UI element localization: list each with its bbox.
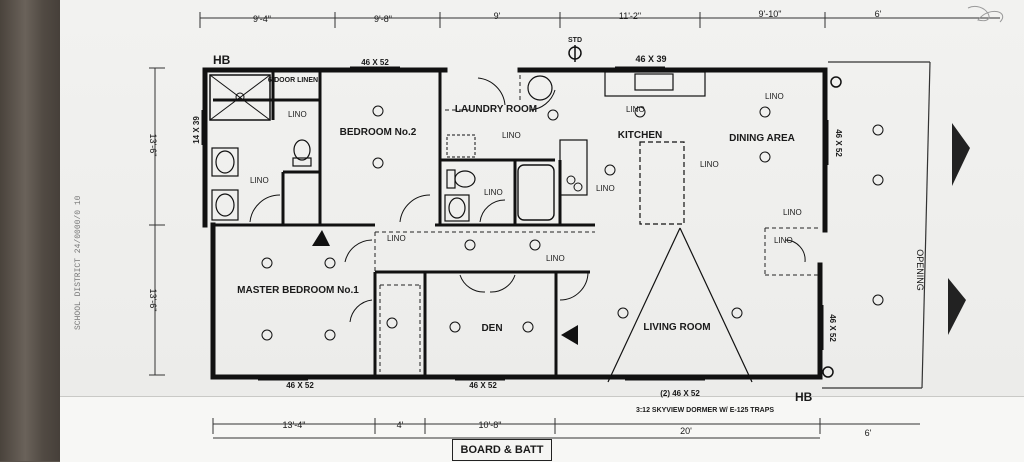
room-master: MASTER BEDROOM No.1 xyxy=(237,285,359,296)
lino-label: LINO xyxy=(626,105,645,114)
bottom-dimension-line xyxy=(212,418,920,439)
room-kitchen: KITCHEN xyxy=(618,130,662,141)
linen-label: 6-DOOR LINEN xyxy=(268,77,318,84)
window-right-lower: 46 X 52 xyxy=(828,314,837,342)
skyview-note: 3:12 SKYVIEW DORMER W/ E-125 TRAPS xyxy=(636,407,774,414)
toilet-icon xyxy=(292,139,312,167)
floor-finish-labels: LINO LINO LINO LINO LINO LINO LINO LINO … xyxy=(250,92,802,263)
washer-icon xyxy=(527,75,553,101)
porch-outline xyxy=(822,61,931,389)
paper-sheet xyxy=(60,0,1024,461)
dryer-icon xyxy=(446,134,476,158)
dim-top-5: 9'-10" xyxy=(759,9,782,19)
hb-bottom-label: HB xyxy=(795,390,813,404)
lino-label: LINO xyxy=(765,92,784,101)
lino-label: LINO xyxy=(502,131,521,140)
room-living: LIVING ROOM xyxy=(643,322,710,333)
kitchen-island xyxy=(639,141,685,225)
dim-bottom-3: 10'-8" xyxy=(479,420,502,430)
dim-top-2: 9'-8" xyxy=(374,14,392,24)
dim-top-6: 6' xyxy=(875,9,882,19)
exterior-walls xyxy=(202,67,828,380)
dim-top-4: 11'-2" xyxy=(619,11,641,21)
top-dimension-line xyxy=(199,12,1000,28)
shower-diag-2 xyxy=(209,74,271,121)
lino-label: LINO xyxy=(387,234,406,243)
shower-stall xyxy=(209,74,271,121)
kitchen-sink-icon xyxy=(634,73,674,91)
burner-icon xyxy=(573,182,583,192)
dashed-lines xyxy=(374,75,820,372)
dim-left-2: 13'-6" xyxy=(148,289,158,312)
sink-icon xyxy=(211,147,470,222)
lino-label: LINO xyxy=(250,176,269,185)
std-label: STD xyxy=(568,37,582,44)
lino-label: LINO xyxy=(288,110,307,119)
window-marks xyxy=(201,66,829,381)
dim-bottom-5: 6' xyxy=(865,428,872,438)
lino-label: LINO xyxy=(546,254,565,263)
marker-triangle xyxy=(312,230,330,246)
window-bottom-mid: 46 X 52 xyxy=(469,381,497,390)
stove-icon xyxy=(559,139,588,196)
window-bottom-left: 46 X 52 xyxy=(286,381,314,390)
dim-left-1: 13'-6" xyxy=(148,134,158,157)
kitchen-counter xyxy=(604,71,706,97)
entry-arrow-bottom xyxy=(948,278,966,335)
dim-top-1: 9'-4" xyxy=(253,14,271,24)
door-swings xyxy=(249,77,806,323)
dim-bottom-2: 4' xyxy=(397,420,404,430)
window-left: 14 X 39 xyxy=(192,116,201,144)
room-dining: DINING AREA xyxy=(729,133,795,144)
hb-top-label: HB xyxy=(213,53,231,67)
signature-mark xyxy=(967,5,1003,23)
dormer-lines xyxy=(607,227,753,383)
bathtub-icon xyxy=(517,164,555,221)
lino-label: LINO xyxy=(774,236,793,245)
toilet-icon xyxy=(446,169,476,189)
entry-arrow-top xyxy=(952,123,970,186)
lino-label: LINO xyxy=(783,208,802,217)
board-and-batt-label: BOARD & BATT xyxy=(452,439,552,461)
meter-icon xyxy=(568,45,842,378)
window-right: 46 X 52 xyxy=(834,129,843,157)
room-laundry: LAUNDRY ROOM xyxy=(455,104,537,115)
dim-bottom-4: 20' xyxy=(680,426,692,436)
dim-bottom-1: 13'-4" xyxy=(283,420,306,430)
lino-label: LINO xyxy=(700,160,719,169)
marker-triangle xyxy=(561,325,578,345)
dim-top-3: 9' xyxy=(494,11,501,21)
window-top-left: 46 X 52 xyxy=(361,58,389,67)
lino-label: LINO xyxy=(596,184,615,193)
left-dimension-line xyxy=(149,67,165,376)
window-top-right: 46 X 39 xyxy=(635,54,666,64)
opening-label: OPENING xyxy=(915,249,925,291)
lino-label: LINO xyxy=(484,188,503,197)
room-bedroom2: BEDROOM No.2 xyxy=(340,127,417,138)
light-fixtures xyxy=(261,105,884,341)
window-bottom-right: (2) 46 X 52 xyxy=(660,389,700,398)
burner-icon xyxy=(566,175,576,185)
shower-drain xyxy=(235,92,245,102)
room-den: DEN xyxy=(481,323,502,334)
